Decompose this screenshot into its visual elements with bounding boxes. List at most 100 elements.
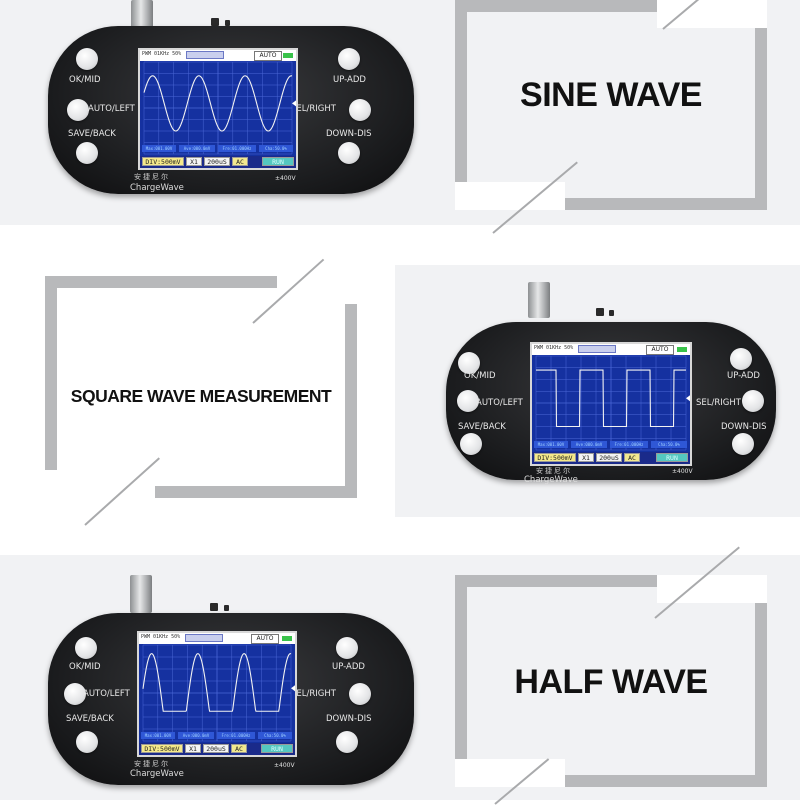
down-dis-button[interactable] [336, 731, 358, 753]
probe-chip[interactable]: X1 [185, 744, 201, 753]
up-add-button[interactable] [338, 48, 360, 70]
timebase-chip[interactable]: 200uS [203, 744, 229, 753]
device-body: OK/MID AUTO/LEFT SAVE/BACK UP-ADD SEL/RI… [48, 613, 414, 785]
waveform-plot [143, 61, 296, 155]
card-frame [455, 0, 767, 210]
save-back-label: SAVE/BACK [68, 129, 116, 139]
card-label: SINE WAVE [520, 76, 702, 114]
waveform-plot [535, 355, 690, 451]
sel-right-button[interactable] [349, 683, 371, 705]
probe-chip[interactable]: X1 [186, 157, 202, 166]
power-switch[interactable] [210, 603, 218, 611]
timebase-chip[interactable]: 200uS [596, 453, 622, 462]
coupling-chip[interactable]: AC [232, 157, 248, 166]
card-frame [455, 575, 767, 787]
auto-left-button[interactable] [67, 99, 89, 121]
run-chip[interactable]: RUN [656, 453, 688, 462]
ok-mid-label: OK/MID [69, 662, 101, 672]
probe-chip[interactable]: X1 [578, 453, 594, 462]
power-switch[interactable] [211, 18, 219, 26]
pwm-readout: PWM 01KHz 50% [142, 51, 182, 57]
auto-left-button[interactable] [64, 683, 86, 705]
save-back-button[interactable] [460, 433, 482, 455]
div-chip[interactable]: DIV:500mV [141, 744, 183, 753]
card-label: SQUARE WAVE MEASUREMENT [70, 386, 332, 406]
measurement-ave: Ave:000.0mV [178, 732, 214, 739]
ok-mid-label: OK/MID [69, 75, 101, 85]
battery-icon [282, 636, 292, 641]
measurement-max: Max:001.00V [534, 441, 568, 448]
bottom-status-bar: DIV:500mV X1 200uS AC RUN [532, 452, 690, 464]
down-dis-label: DOWN-DIS [721, 422, 767, 432]
trigger-mode-badge[interactable]: AUTO [646, 345, 674, 355]
bottom-status-bar: DIV:500mV X1 200uS AC RUN [139, 743, 295, 755]
waveform-plot [142, 644, 295, 742]
ok-mid-button[interactable] [458, 352, 480, 374]
ok-mid-label: OK/MID [464, 371, 496, 381]
brand-name: ChargeWave [524, 475, 578, 485]
side-switch[interactable] [225, 20, 230, 26]
trigger-mode-badge[interactable]: AUTO [254, 51, 282, 61]
coupling-chip[interactable]: AC [624, 453, 640, 462]
bottom-status-bar: DIV:500mV X1 200uS AC RUN [140, 156, 296, 168]
down-dis-button[interactable] [732, 433, 754, 455]
probe-connector [130, 575, 152, 613]
save-back-label: SAVE/BACK [458, 422, 506, 432]
power-switch[interactable] [596, 308, 604, 316]
label-card-sine: SINE WAVE [455, 0, 767, 234]
auto-left-label: AUTO/LEFT [88, 104, 135, 114]
ok-mid-button[interactable] [75, 637, 97, 659]
coupling-chip[interactable]: AC [231, 744, 247, 753]
trigger-level-marker [292, 100, 296, 107]
div-chip[interactable]: DIV:500mV [534, 453, 576, 462]
up-add-label: UP-ADD [332, 662, 365, 672]
timebase-chip[interactable]: 200uS [204, 157, 230, 166]
card-frame [45, 276, 357, 498]
device-body: OK/MID AUTO/LEFT SAVE/BACK UP-ADD SEL/RI… [446, 322, 776, 485]
lcd-screen: PWM 01KHz 50% AUTO Max:001.00V Ave:000.0… [530, 342, 692, 466]
trigger-level-marker [686, 395, 690, 402]
lcd-screen: PWM 01KHz 50% AUTO Max:001.00V Ave:000.0… [138, 48, 298, 170]
label-card-half: HALF WAVE [455, 546, 767, 805]
waveform-trace [143, 75, 293, 132]
top-status-bar: PWM 01KHz 50% AUTO [140, 50, 296, 61]
waveform-trace [142, 653, 292, 712]
run-chip[interactable]: RUN [261, 744, 293, 753]
measurement-fre: Fre:01.000Hz [218, 145, 256, 152]
side-switch[interactable] [609, 310, 614, 316]
down-dis-button[interactable] [338, 142, 360, 164]
measurement-max: Max:001.00V [142, 145, 176, 152]
measurement-ave: Ave:000.0mV [179, 145, 215, 152]
div-chip[interactable]: DIV:500mV [142, 157, 184, 166]
probe-connector [131, 0, 153, 34]
trigger-mode-badge[interactable]: AUTO [251, 634, 279, 644]
save-back-button[interactable] [76, 142, 98, 164]
save-back-label: SAVE/BACK [66, 714, 114, 724]
measurement-cha: Cha:50.0% [259, 145, 293, 152]
auto-left-button[interactable] [457, 390, 479, 412]
up-add-button[interactable] [730, 348, 752, 370]
oscilloscope-device-square: OK/MID AUTO/LEFT SAVE/BACK UP-ADD SEL/RI… [446, 282, 776, 492]
run-chip[interactable]: RUN [262, 157, 294, 166]
top-status-bar: PWM 01KHz 50% AUTO [532, 344, 690, 355]
measurement-fre: Fre:01.000Hz [610, 441, 648, 448]
sel-right-label: SEL/RIGHT [291, 689, 336, 699]
side-switch[interactable] [224, 605, 229, 611]
measurement-ave: Ave:000.0mV [571, 441, 607, 448]
down-dis-label: DOWN-DIS [326, 129, 372, 139]
battery-icon [677, 347, 687, 352]
measurement-fre: Fre:01.000Hz [217, 732, 255, 739]
measurement-cha: Cha:50.0% [258, 732, 292, 739]
up-add-button[interactable] [336, 637, 358, 659]
pwm-readout: PWM 01KHz 50% [141, 634, 181, 640]
voltage-rating: ±400V [275, 175, 296, 182]
lcd-screen: PWM 01KHz 50% AUTO Max:001.00V Ave:000.0… [137, 631, 297, 757]
sel-right-button[interactable] [742, 390, 764, 412]
voltage-rating: ±400V [672, 468, 693, 475]
brand-name: ChargeWave [130, 769, 184, 779]
brand-name: ChargeWave [130, 183, 184, 193]
save-back-button[interactable] [76, 731, 98, 753]
sel-right-button[interactable] [349, 99, 371, 121]
ok-mid-button[interactable] [76, 48, 98, 70]
pwm-readout: PWM 01KHz 50% [534, 345, 574, 351]
